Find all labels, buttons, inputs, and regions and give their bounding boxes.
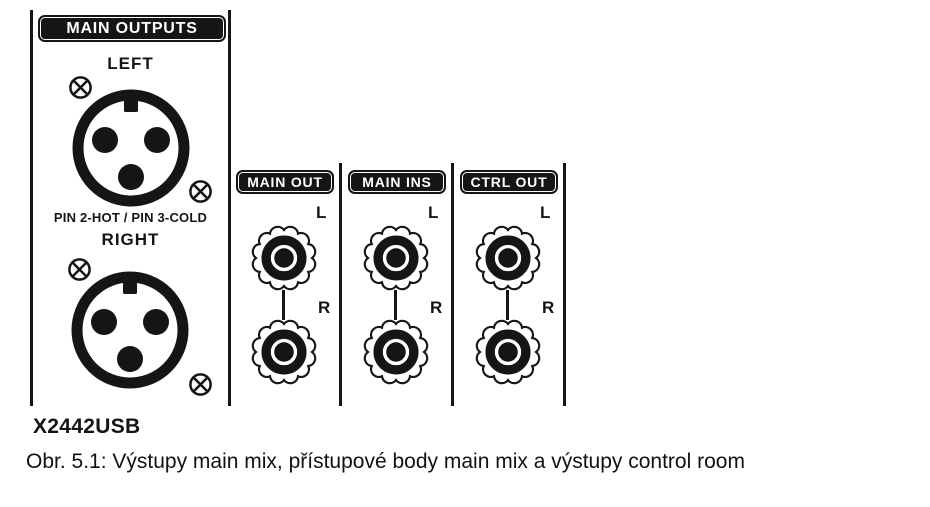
jack-pair-link: [282, 290, 285, 320]
screw-icon: [189, 180, 212, 203]
jack-pair-link: [506, 290, 509, 320]
jack-label-left: L: [316, 203, 327, 222]
jack-label-right: R: [430, 298, 443, 317]
left-output-label: LEFT: [107, 54, 154, 73]
section-ctrl-out: CTRL OUT L R: [452, 160, 564, 410]
xlr-connector-left-icon: [71, 88, 191, 208]
screw-icon: [189, 373, 212, 396]
jack-socket-icon: [250, 318, 318, 386]
jack-label-right: R: [318, 298, 331, 317]
jack-socket-icon: [362, 318, 430, 386]
pin-wiring-note: PIN 2-HOT / PIN 3-COLD: [53, 210, 208, 225]
section-divider: [339, 163, 342, 406]
xlr-connector-right-icon: [70, 270, 190, 390]
jack-socket-icon: [362, 224, 430, 292]
main-outputs-panel: MAIN OUTPUTS LEFT PIN 2-HOT / PIN 3-COLD…: [30, 10, 231, 406]
main-outputs-badge: MAIN OUTPUTS: [38, 15, 226, 42]
jack-socket-icon: [474, 224, 542, 292]
jack-label-left: L: [428, 203, 439, 222]
main-ins-badge: MAIN INS: [348, 170, 446, 194]
right-output-label: RIGHT: [101, 230, 160, 249]
section-divider: [563, 163, 566, 406]
main-out-badge: MAIN OUT: [236, 170, 334, 194]
section-main-out: MAIN OUT L R: [228, 160, 340, 410]
jack-label-left: L: [540, 203, 551, 222]
jack-label-right: R: [542, 298, 555, 317]
section-divider: [451, 163, 454, 406]
ctrl-out-badge: CTRL OUT: [460, 170, 558, 194]
section-main-ins: MAIN INS L R: [340, 160, 452, 410]
jack-socket-icon: [250, 224, 318, 292]
jack-socket-icon: [474, 318, 542, 386]
jack-pair-link: [394, 290, 397, 320]
model-label: X2442USB: [33, 415, 141, 438]
figure-caption: Obr. 5.1: Výstupy main mix, přístupové b…: [26, 450, 745, 473]
